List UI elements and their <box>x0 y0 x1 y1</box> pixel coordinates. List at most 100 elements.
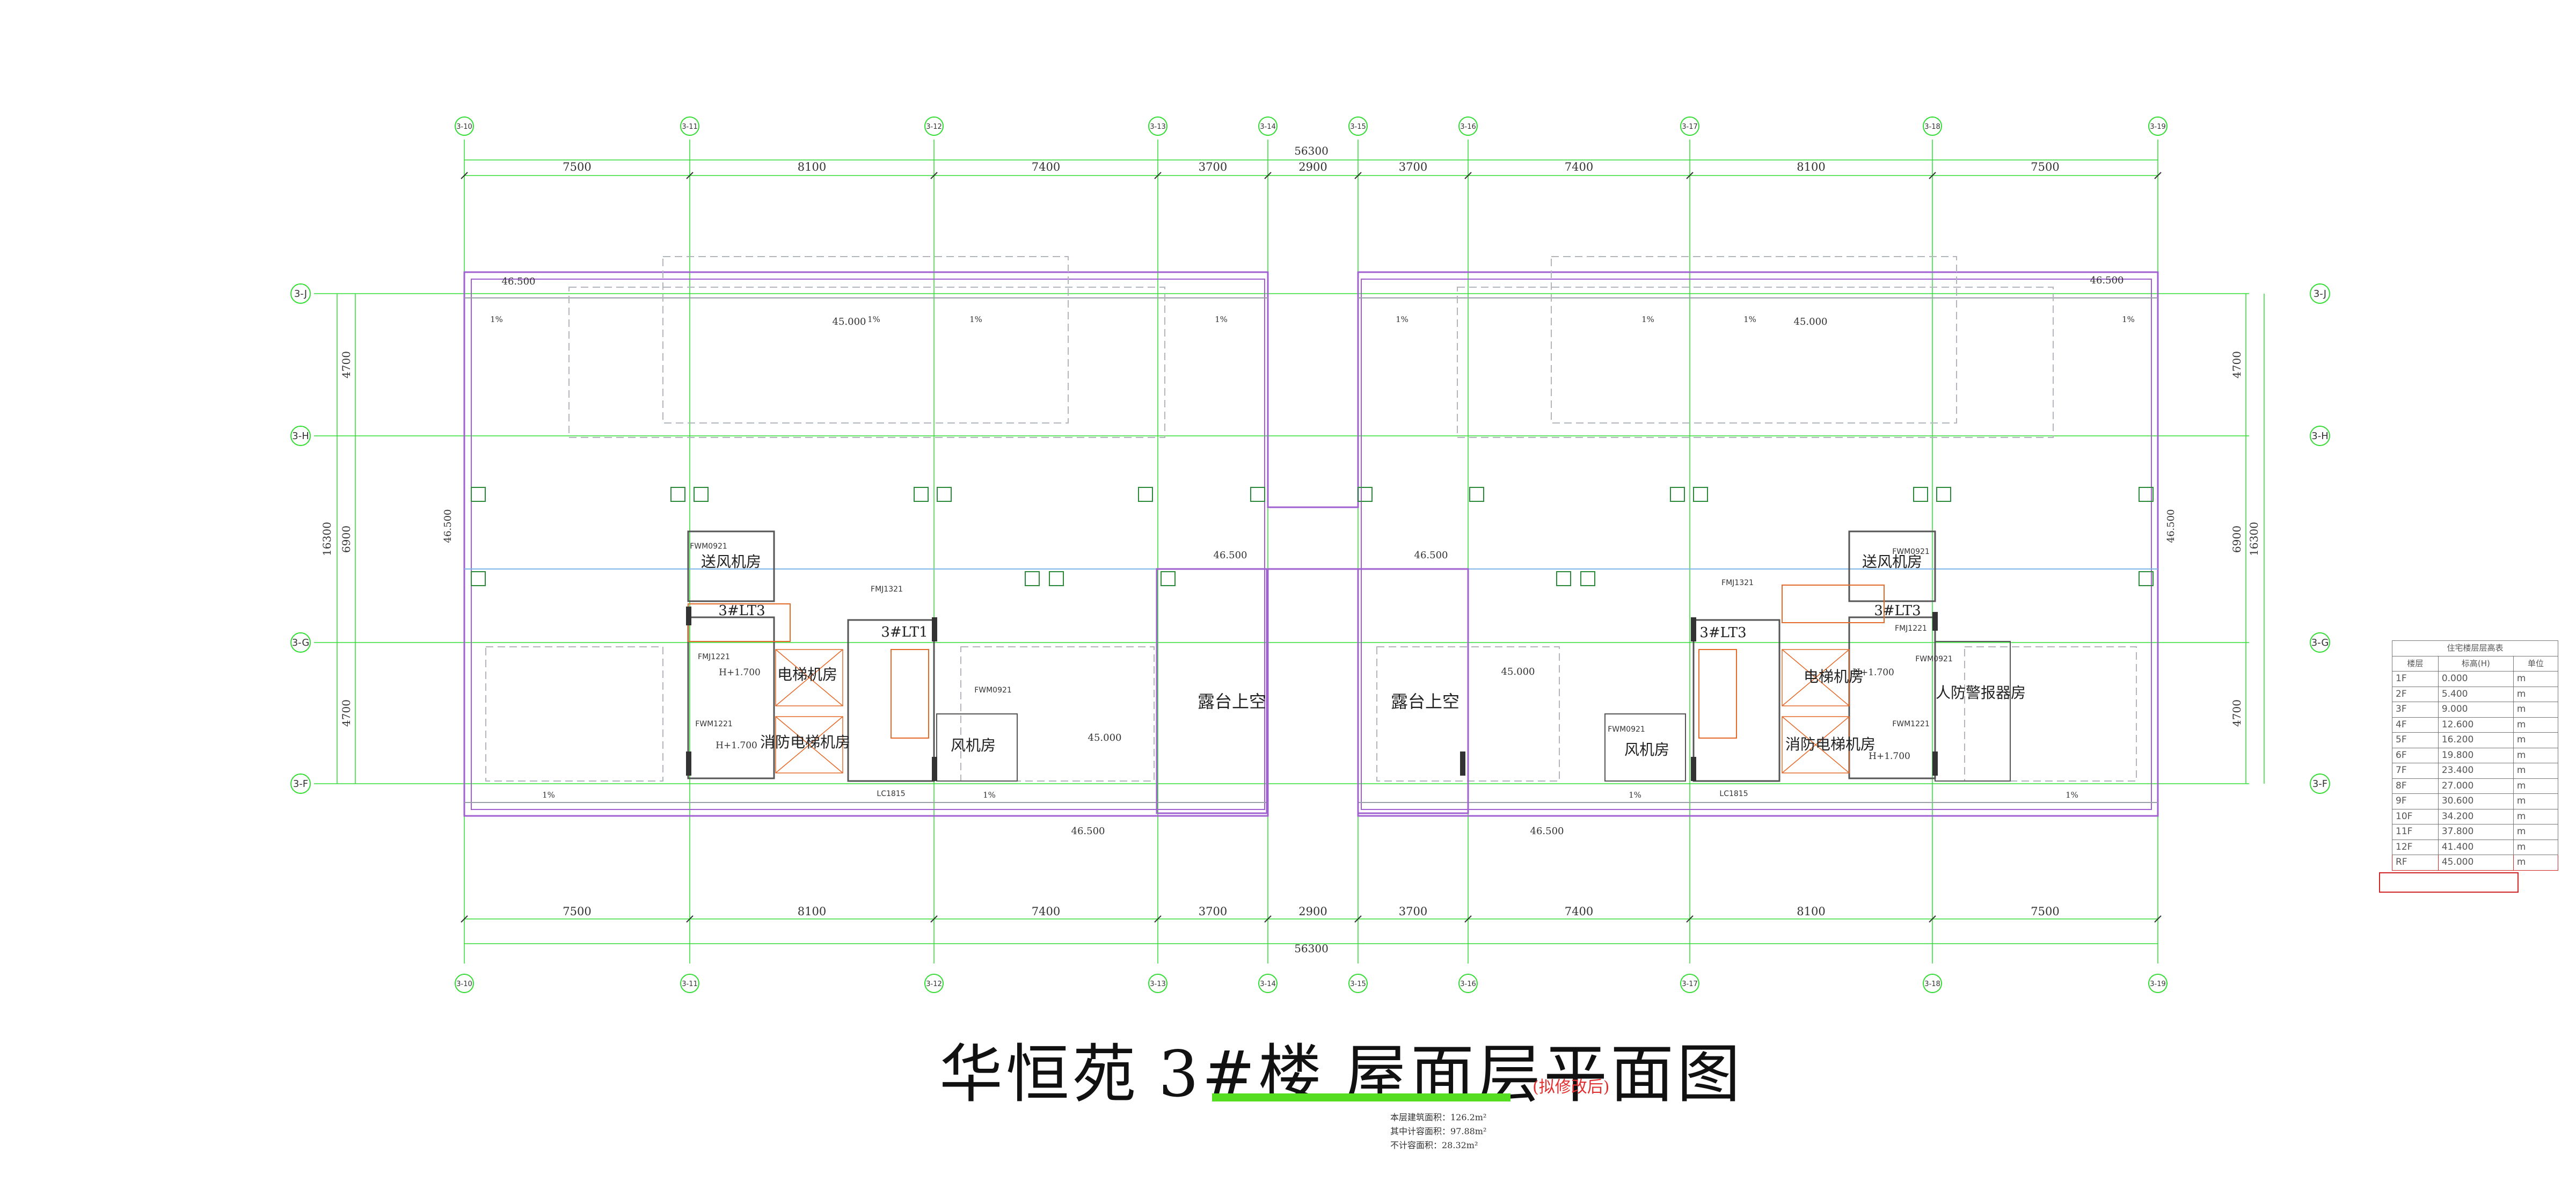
level-46500: 46.500 <box>442 509 454 543</box>
area-counted: 其中计容面积：97.88m² <box>1390 1126 1487 1136</box>
axis-label: 3-17 <box>1682 123 1698 131</box>
dimension-span: 7400 <box>1565 160 1593 173</box>
dimension-span: 7400 <box>1032 160 1060 173</box>
table-cell: 1F <box>2392 671 2439 687</box>
slope-label: 1% <box>2122 315 2135 324</box>
dimension-span: 7500 <box>2031 160 2059 173</box>
level-h1700: H+1.700 <box>716 740 757 751</box>
axis-label: 3-11 <box>682 980 698 988</box>
table-cell: 27.000 <box>2438 778 2514 794</box>
door-tag: FWM1221 <box>1892 720 1930 728</box>
title-underline <box>1212 1093 1510 1101</box>
level-46500: 46.500 <box>1530 826 1564 837</box>
table-cell: 5.400 <box>2438 686 2514 702</box>
table-cell: m <box>2513 808 2559 824</box>
door-tag: LC1815 <box>877 790 905 798</box>
supply-fan-room-left <box>687 530 775 602</box>
door-tag: FMJ1321 <box>1721 579 1754 587</box>
plan-text: 送风机房送风机房电梯机房电梯机房消防电梯机房消防电梯机房风机房风机房露台上空露台… <box>442 275 2177 837</box>
axis-label: 3-13 <box>1150 980 1166 988</box>
door-tag: FWM0921 <box>1892 548 1930 556</box>
table-cell: 0.000 <box>2438 671 2514 687</box>
axis-bubble <box>1923 974 1942 993</box>
axis-label: 3-15 <box>1350 980 1366 988</box>
axis-bubble <box>1680 974 1699 993</box>
table-cell: 45.000 <box>2438 855 2514 871</box>
axis-bubble <box>1458 974 1478 993</box>
table-cell: m <box>2513 778 2559 794</box>
table-cell: 41.400 <box>2438 839 2514 855</box>
label-stair: 3#LT3 <box>1874 603 1921 619</box>
table-cell: 6F <box>2392 747 2439 763</box>
level-45000: 45.000 <box>833 316 866 327</box>
dimension-span: 7500 <box>563 160 591 173</box>
slope-label: 1% <box>1396 315 1409 324</box>
dimension-side-span: 4700 <box>340 351 353 378</box>
label-terrace-void: 露台上空 <box>1391 691 1460 712</box>
axis-bubble <box>2310 426 2330 446</box>
label-fire-elevator-room: 消防电梯机房 <box>1785 735 1876 753</box>
table-cell: 住宅楼层层高表 <box>2392 640 2558 656</box>
dimension-span: 2900 <box>1298 905 1327 918</box>
level-46500: 46.500 <box>1071 826 1105 837</box>
table-cell: m <box>2513 732 2559 748</box>
axis-label: 3-G <box>292 637 310 648</box>
label-elevator-room: 电梯机房 <box>1804 668 1864 685</box>
table-cell: 12.600 <box>2438 717 2514 733</box>
dimension-side-span: 4700 <box>2230 351 2243 378</box>
dimension-span: 7400 <box>1032 905 1060 918</box>
table-cell: 10F <box>2392 808 2439 824</box>
terrace-void-right <box>1357 568 1469 814</box>
axis-bubble <box>1458 116 1478 136</box>
table-cell: m <box>2513 793 2559 809</box>
table-cell: 19.800 <box>2438 747 2514 763</box>
axis-bubble <box>924 974 944 993</box>
label-fan-room: 风机房 <box>951 736 996 754</box>
axis-label: 3-G <box>2311 637 2329 648</box>
dimension-span: 7500 <box>2031 905 2059 918</box>
terrace-void-left <box>1156 568 1268 814</box>
supply-fan-room-right <box>1848 530 1936 602</box>
table-cell: m <box>2513 686 2559 702</box>
left-wing-outline <box>463 271 2159 817</box>
elevator-room-left <box>687 616 775 779</box>
axis-label: 3-F <box>2312 778 2327 790</box>
axis-label: 3-H <box>2311 430 2328 442</box>
axis-bubble <box>290 426 311 446</box>
dimension-span: 7500 <box>563 905 591 918</box>
right-wing-inner-wall <box>1361 279 2152 810</box>
table-caption: 住宅楼层层高表 <box>2392 640 2558 656</box>
dimension-span: 3700 <box>1399 905 1427 918</box>
dimension-side-span: 4700 <box>2230 699 2243 727</box>
title-project: 华恒苑 <box>939 1037 1140 1111</box>
slope-label: 1% <box>1629 790 1641 800</box>
dimension-span: 8100 <box>798 160 826 173</box>
axis-bubble <box>2310 774 2330 794</box>
axis-bubble <box>1680 116 1699 136</box>
axis-label: 3-12 <box>926 123 942 131</box>
table-cell: 5F <box>2392 732 2439 748</box>
label-supply-fan-room: 送风机房 <box>701 553 761 571</box>
title-note: (拟修改后) <box>1533 1078 1610 1097</box>
door-tag: LC1815 <box>1719 790 1748 798</box>
axis-bubble <box>924 116 944 136</box>
table-cell: m <box>2513 717 2559 733</box>
dimension-side-total: 16300 <box>2247 522 2260 556</box>
axis-bubble <box>290 774 311 794</box>
axis-label: 3-15 <box>1350 123 1366 131</box>
table-cell: 7F <box>2392 763 2439 779</box>
table-cell: 8F <box>2392 778 2439 794</box>
axis-label: 3-16 <box>1460 123 1476 131</box>
table-cell: RF <box>2392 855 2439 871</box>
table-cell: 34.200 <box>2438 808 2514 824</box>
table-header: 楼层标高(H)单位 <box>2392 655 2559 672</box>
